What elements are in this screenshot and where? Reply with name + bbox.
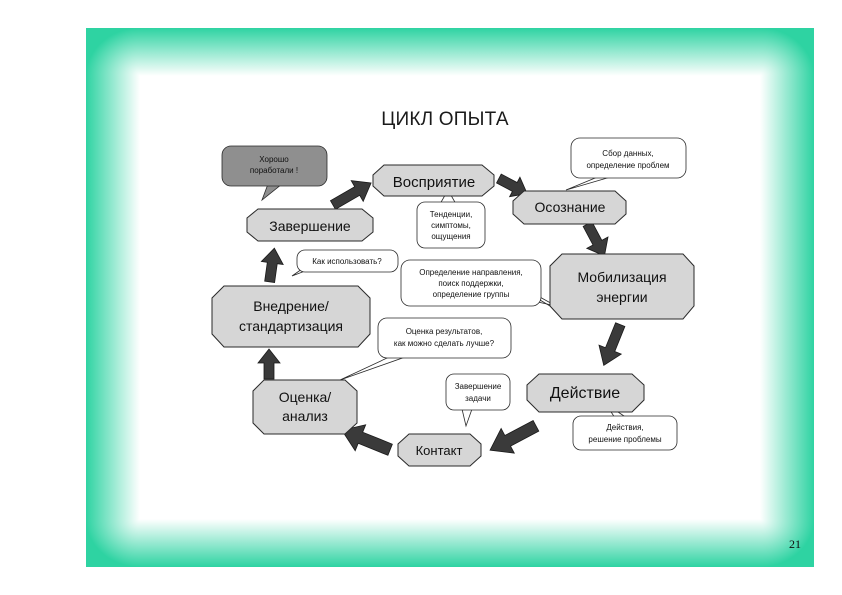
stage-perception: Восприятие (372, 164, 495, 197)
arrow-completion-to-perception (329, 180, 372, 210)
callout-tendencies: Тенденции, симптомы, ощущения (416, 189, 486, 249)
callout-results-line1: Оценка результатов, (406, 327, 483, 336)
arrow-perception-to-awareness (495, 173, 528, 198)
frame-top-band (140, 28, 760, 76)
stage-implementation: Внедрение/ стандартизация (211, 285, 371, 348)
arrow-awareness-to-mobilization (582, 221, 609, 257)
frame-corner-top-left (86, 28, 140, 76)
callout-tendencies-line2: симптомы, (431, 221, 471, 230)
stage-mobilization-line2: энергии (596, 289, 647, 305)
stage-implementation-line1: Внедрение/ (253, 298, 329, 314)
frame-corner-bottom-right (760, 519, 814, 567)
callout-results: Оценка результатов, как можно сделать лу… (339, 317, 512, 381)
stage-contact-label: Контакт (416, 443, 463, 458)
stage-mobilization: Мобилизация энергии (549, 253, 695, 320)
callout-direction: Определение направления, поиск поддержки… (400, 259, 561, 313)
stage-action-label: Действие (550, 385, 620, 402)
callout-direction-line1: Определение направления, (419, 268, 523, 277)
stage-evaluation: Оценка/ анализ (252, 379, 358, 435)
stage-implementation-line2: стандартизация (239, 318, 343, 334)
stage-perception-label: Восприятие (393, 174, 475, 191)
callout-results-line2: как можно сделать лучше? (394, 339, 495, 348)
callout-actions-line1: Действия, (606, 423, 643, 432)
callout-direction-line2: поиск поддержки, (438, 279, 503, 288)
callout-task-completion: Завершение задачи (445, 373, 511, 428)
arrow-action-to-contact (489, 419, 540, 454)
stage-contact: Контакт (397, 433, 482, 467)
slide-title: ЦИКЛ ОПЫТА (381, 109, 509, 130)
page-number: 21 (789, 537, 801, 551)
callout-data-collection-line2: определение проблем (586, 161, 669, 170)
frame-right-band (760, 76, 814, 519)
frame-bottom-band (140, 519, 760, 567)
frame-left-band (86, 76, 140, 519)
callout-data-collection-line1: Сбор данных, (602, 149, 653, 158)
callout-good-work-line1: Хорошо (259, 155, 289, 164)
callout-task-completion-line1: Завершение (455, 382, 502, 391)
stage-mobilization-line1: Мобилизация (577, 269, 666, 285)
stage-completion: Завершение (246, 208, 374, 242)
callout-direction-line3: определение группы (433, 290, 510, 299)
stage-completion-label: Завершение (269, 218, 351, 234)
callout-data-collection: Сбор данных, определение проблем (565, 137, 687, 191)
arrow-contact-to-evaluation (341, 424, 393, 456)
callout-how-to-use: Как использовать? (291, 249, 399, 277)
frame-corner-top-right (760, 28, 814, 76)
stage-evaluation-line2: анализ (282, 408, 328, 424)
stage-action: Действие (526, 373, 645, 413)
callout-actions-line2: решение проблемы (588, 435, 661, 444)
callout-task-completion-line2: задачи (465, 394, 491, 403)
callout-tendencies-line3: ощущения (431, 232, 470, 241)
callout-tendencies-line1: Тенденции, (430, 210, 473, 219)
arrow-implementation-to-completion (260, 247, 284, 283)
callout-how-to-use-text: Как использовать? (312, 257, 382, 266)
frame-corner-bottom-left (86, 519, 140, 567)
stage-evaluation-line1: Оценка/ (279, 389, 331, 405)
callout-good-work: Хорошо поработали ! (221, 145, 328, 202)
stage-awareness-label: Осознание (535, 199, 606, 215)
callout-good-work-line2: поработали ! (250, 166, 298, 175)
stage-awareness: Осознание (512, 190, 627, 225)
arrow-mobilization-to-action (598, 322, 626, 367)
arrow-evaluation-to-implementation (257, 348, 281, 380)
